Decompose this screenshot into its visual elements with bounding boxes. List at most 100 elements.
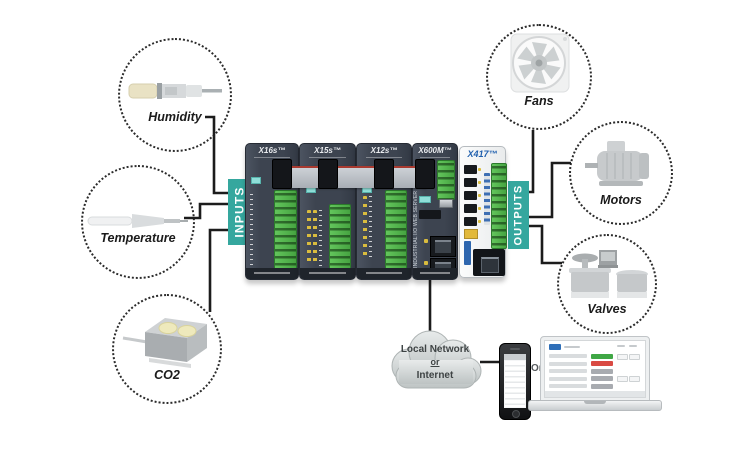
terminal-block [491, 163, 507, 249]
ribbon-cable [276, 166, 426, 188]
module-base [300, 268, 355, 279]
cloud-label-line2: or [430, 357, 440, 367]
fans-circle: Fans [486, 24, 592, 130]
relay-led [478, 194, 481, 197]
web-ui-nav-dash [617, 345, 625, 347]
fan-icon [488, 32, 590, 96]
module-base [246, 268, 298, 279]
fans-line [527, 130, 535, 194]
io-tick-marks [369, 196, 372, 258]
idc-connector [415, 159, 435, 189]
web-ui-secondary-button [617, 376, 628, 382]
status-led [251, 177, 261, 184]
fans-label: Fans [524, 94, 554, 108]
web-ui-secondary-button [617, 353, 628, 360]
web-ui-title-dash [564, 346, 580, 348]
motors-label: Motors [600, 193, 642, 207]
status-led [419, 196, 431, 203]
module-x417: X417™ [459, 146, 507, 278]
laptop-base [528, 400, 662, 411]
io-tick-marks [250, 194, 253, 266]
input-leds [307, 210, 311, 266]
relay-slot [464, 191, 477, 200]
relay-slot [464, 204, 477, 213]
jumper-block [484, 173, 490, 225]
web-ui-row-label [549, 361, 587, 366]
valves-label: Valves [587, 302, 627, 316]
valves-line [527, 224, 562, 265]
phone-app-rows [505, 361, 525, 407]
co2-sensor-icon [114, 310, 220, 372]
relay-slot [464, 165, 477, 174]
cloud-label-line3: Internet [416, 370, 454, 381]
relay-slot [464, 178, 477, 187]
module-x15s: X15s™ [299, 143, 356, 280]
smartphone [499, 343, 531, 420]
co2-label: CO2 [154, 368, 180, 382]
terminal-block [385, 190, 407, 270]
humidity-sensor-icon [120, 78, 230, 104]
usb-port [439, 199, 453, 208]
ethernet-led [424, 239, 428, 243]
web-ui-row-label [549, 376, 587, 381]
web-ui-status-neutral [591, 376, 613, 381]
brand-text-bar [464, 241, 471, 265]
laptop-screen [544, 340, 646, 398]
web-ui-row-label [549, 354, 587, 358]
outputs-banner-label: OUTPUTS [512, 184, 525, 246]
input-leds [313, 210, 317, 266]
web-ui-footer [545, 391, 645, 397]
relay-led [478, 168, 481, 171]
phone-app-header [504, 354, 526, 360]
or-separator-label: Or [531, 363, 543, 374]
cloud-label: Local Network or Internet [395, 343, 475, 382]
web-ui-status-on [591, 353, 613, 359]
ethernet-panel [473, 249, 505, 276]
humidity-line [205, 115, 230, 195]
terminal-block [274, 190, 297, 274]
valves-circle: Valves [557, 234, 657, 334]
motors-circle: Motors [569, 121, 673, 225]
motor-icon [571, 137, 671, 191]
idc-connector [318, 159, 338, 189]
outputs-banner: OUTPUTS [508, 181, 529, 249]
idc-connector [272, 159, 292, 189]
co2-line [208, 228, 230, 312]
io-tick-marks [319, 210, 322, 266]
expansion-connector [419, 210, 441, 219]
module-x12s-subtitle-line [365, 157, 403, 158]
web-ui-status-neutral [591, 368, 613, 374]
phone-earpiece [510, 348, 520, 350]
module-x600m: X600M™ INDUSTRIAL I/O WEB SERVER [412, 143, 458, 280]
module-base [357, 268, 411, 279]
relay-led [478, 207, 481, 210]
ethernet-led [424, 261, 428, 265]
terminal-block [329, 204, 351, 276]
web-ui-status-off [591, 361, 613, 366]
ethernet-port-1 [430, 236, 456, 257]
module-x16s-subtitle-line [254, 157, 290, 158]
web-ui-nav-dash [629, 345, 637, 347]
relay-led [478, 181, 481, 184]
web-ui-secondary-button [629, 376, 640, 382]
motors-line [527, 161, 571, 219]
valve-icon [559, 246, 655, 304]
module-x15s-label: X15s™ [314, 146, 341, 155]
laptop [540, 336, 650, 402]
module-x417-label: X417™ [467, 149, 498, 159]
cloud-label-line1: Local Network [400, 344, 470, 355]
relay-slot [464, 217, 477, 226]
co2-circle: CO2 [112, 294, 222, 404]
phone-screen [504, 354, 526, 408]
cloud-icon [391, 330, 482, 389]
temperature-line [184, 202, 230, 220]
terminal-block [437, 160, 455, 200]
phone-home-button [512, 410, 520, 418]
temperature-label: Temperature [100, 231, 176, 245]
module-x16s-label: X16s™ [258, 146, 286, 155]
relay-led [478, 220, 481, 223]
temperature-probe-icon [83, 209, 193, 231]
module-x12s-label: X12s™ [370, 146, 398, 155]
